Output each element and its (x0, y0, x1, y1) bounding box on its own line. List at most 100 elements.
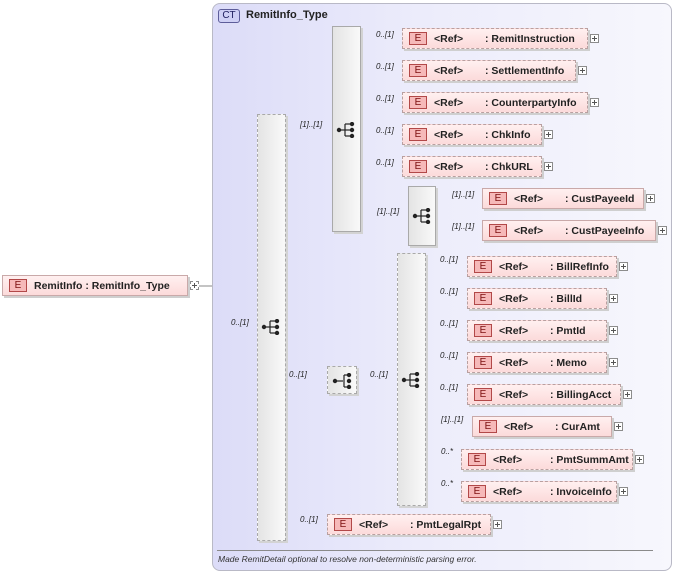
element-badge: E (474, 356, 492, 369)
element-badge: E (489, 224, 507, 237)
sequence-a-compositor[interactable] (332, 26, 361, 232)
element-memo[interactable]: E <Ref> : Memo (467, 352, 607, 373)
ref-label: <Ref> (493, 486, 523, 498)
expand-icon[interactable] (619, 487, 628, 496)
cardinality-curamt: [1]..[1] (441, 415, 464, 424)
element-badge: E (409, 96, 427, 109)
element-badge: E (474, 324, 492, 337)
sequence-b-cardinality: [1]..[1] (377, 207, 400, 216)
ref-label: <Ref> (434, 65, 464, 77)
element-name: : Memo (550, 357, 587, 369)
element-badge: E (468, 485, 486, 498)
expand-icon[interactable] (609, 326, 618, 335)
ref-label: <Ref> (434, 161, 464, 173)
element-settlementinfo[interactable]: E <Ref> : SettlementInfo (402, 60, 576, 81)
cardinality-pmtlegalrpt: 0..[1] (300, 515, 318, 524)
element-name: : CurAmt (555, 421, 600, 433)
element-name: : CustPayeeId (565, 193, 635, 205)
element-badge: E (489, 192, 507, 205)
expand-icon[interactable] (590, 34, 599, 43)
expand-icon[interactable] (658, 226, 667, 235)
element-badge: E (409, 160, 427, 173)
note-separator (217, 550, 653, 551)
element-name: : InvoiceInfo (550, 486, 612, 498)
ref-label: <Ref> (499, 389, 529, 401)
element-name: : PmtId (550, 325, 586, 337)
complex-type-badge: CT (218, 9, 240, 23)
cardinality-chkinfo: 0..[1] (376, 126, 394, 135)
expand-icon[interactable] (619, 262, 628, 271)
expand-icon[interactable] (544, 162, 553, 171)
element-billid[interactable]: E <Ref> : BillId (467, 288, 607, 309)
element-pmtlegalrpt[interactable]: E <Ref> : PmtLegalRpt (327, 514, 491, 535)
element-pmtid[interactable]: E <Ref> : PmtId (467, 320, 607, 341)
element-custpayeeinfo[interactable]: E <Ref> : CustPayeeInfo (482, 220, 656, 241)
sequence-d-compositor[interactable] (397, 253, 426, 506)
cardinality-custpayeeinfo: [1]..[1] (452, 222, 475, 231)
element-name: : PmtSummAmt (550, 454, 629, 466)
choice-icon (332, 373, 352, 389)
element-badge: E (474, 388, 492, 401)
cardinality-custpayeeid: [1]..[1] (452, 190, 475, 199)
root-element-remitinfo[interactable]: E RemitInfo : RemitInfo_Type (2, 275, 188, 296)
choice-c-compositor[interactable] (327, 366, 357, 394)
main-sequence-compositor[interactable] (257, 114, 286, 541)
expand-icon[interactable] (646, 194, 655, 203)
expand-icon[interactable] (609, 294, 618, 303)
cardinality-pmtsummamt: 0..* (441, 447, 454, 456)
element-custpayeeid[interactable]: E <Ref> : CustPayeeId (482, 188, 644, 209)
ref-label: <Ref> (434, 129, 464, 141)
element-counterpartyinfo[interactable]: E <Ref> : CounterpartyInfo (402, 92, 588, 113)
ref-label: <Ref> (359, 519, 389, 531)
expand-icon[interactable] (609, 358, 618, 367)
expand-icon[interactable] (614, 422, 623, 431)
ref-label: <Ref> (499, 293, 529, 305)
cardinality-billrefinfo: 0..[1] (440, 255, 458, 264)
sequence-icon (261, 319, 280, 335)
ref-label: <Ref> (514, 225, 544, 237)
element-remitinstruction[interactable]: E <Ref> : RemitInstruction (402, 28, 588, 49)
element-badge: E (479, 420, 497, 433)
expand-icon[interactable] (635, 455, 644, 464)
element-badge: E (474, 260, 492, 273)
sequence-a-cardinality: [1]..[1] (300, 120, 323, 129)
cardinality-invoiceinfo: 0..* (441, 479, 454, 488)
annotation-note: Made RemitDetail optional to resolve non… (218, 554, 477, 564)
cardinality-remitinstruction: 0..[1] (376, 30, 394, 39)
element-badge: E (334, 518, 352, 531)
ref-label: <Ref> (493, 454, 523, 466)
ref-label: <Ref> (434, 97, 464, 109)
sequence-d-cardinality: 0..[1] (370, 370, 388, 379)
element-chkurl[interactable]: E <Ref> : ChkURL (402, 156, 542, 177)
element-invoiceinfo[interactable]: E <Ref> : InvoiceInfo (461, 481, 617, 502)
element-name: : PmtLegalRpt (410, 519, 482, 531)
cardinality-memo: 0..[1] (440, 351, 458, 360)
choice-c-cardinality: 0..[1] (289, 370, 307, 379)
cardinality-pmtid: 0..[1] (440, 319, 458, 328)
element-billrefinfo[interactable]: E <Ref> : BillRefInfo (467, 256, 617, 277)
element-name: : RemitInstruction (485, 33, 575, 45)
ref-label: <Ref> (504, 421, 534, 433)
element-name: : BillId (550, 293, 583, 305)
element-name: : CustPayeeInfo (565, 225, 645, 237)
expand-icon[interactable] (578, 66, 587, 75)
cardinality-billid: 0..[1] (440, 287, 458, 296)
expand-icon[interactable] (590, 98, 599, 107)
sequence-icon (336, 122, 355, 138)
main-sequence-cardinality: 0..[1] (231, 318, 249, 327)
cardinality-billingacct: 0..[1] (440, 383, 458, 392)
element-chkinfo[interactable]: E <Ref> : ChkInfo (402, 124, 542, 145)
element-billingacct[interactable]: E <Ref> : BillingAcct (467, 384, 621, 405)
expand-icon[interactable] (493, 520, 502, 529)
element-pmtsummamt[interactable]: E <Ref> : PmtSummAmt (461, 449, 633, 470)
element-curamt[interactable]: E <Ref> : CurAmt (472, 416, 612, 437)
root-collapse-icon[interactable] (190, 281, 199, 290)
expand-icon[interactable] (623, 390, 632, 399)
element-name: : BillingAcct (550, 389, 612, 401)
ref-label: <Ref> (434, 33, 464, 45)
sequence-b-compositor[interactable] (408, 186, 436, 246)
element-badge: E (468, 453, 486, 466)
element-badge: E (409, 32, 427, 45)
cardinality-chkurl: 0..[1] (376, 158, 394, 167)
expand-icon[interactable] (544, 130, 553, 139)
